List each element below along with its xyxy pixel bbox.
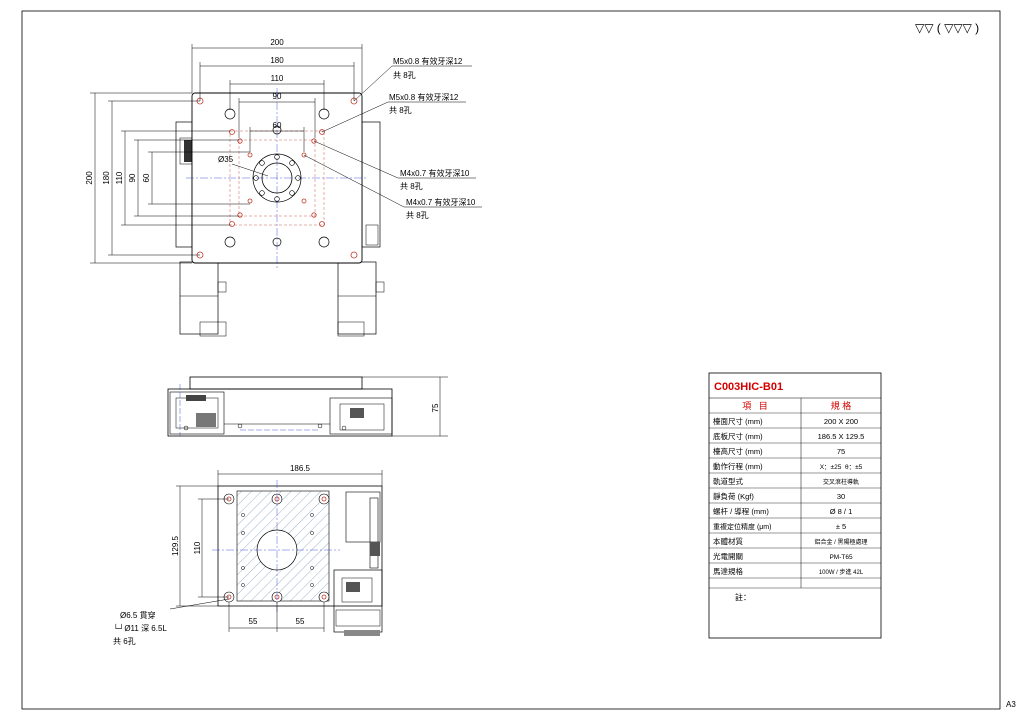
- row-item: 靜負荷 (Kgf): [713, 491, 754, 501]
- row-item: 本體材質: [713, 536, 743, 546]
- callout-2-line2: 共 8孔: [389, 106, 412, 115]
- dim-left-110: 110: [115, 171, 124, 184]
- row-item: 馬達規格: [713, 566, 743, 576]
- row-spec: 186.5 X 129.5: [818, 432, 865, 441]
- row-spec: 鋁合金 / 黑陽極處理: [814, 538, 867, 546]
- dim-top-110: 110: [271, 74, 284, 83]
- callout-1-line2: 共 8孔: [393, 71, 416, 80]
- dim-base-height-inner: 110: [193, 541, 202, 554]
- dim-left-200: 200: [85, 171, 94, 185]
- sheet-size: A3: [1006, 700, 1016, 709]
- side-top-plate: [189, 376, 363, 390]
- side-left-block: [169, 391, 225, 435]
- dim-left-90: 90: [128, 173, 137, 182]
- row-spec: 75: [837, 447, 845, 456]
- row-spec: PM-T65: [829, 554, 853, 561]
- top-view: 200 180 110 90 60 200 180 110 90 60 Ø35: [85, 38, 482, 337]
- row-spec: 100W / 步進 42L: [819, 568, 864, 576]
- row-spec: 30: [837, 492, 845, 501]
- dim-top-200: 200: [270, 38, 284, 47]
- row-item: 檯高尺寸 (mm): [713, 446, 763, 456]
- callout-3-line1: M4x0.7 有效牙深10: [400, 168, 470, 178]
- header-item: 項 目: [742, 401, 768, 411]
- row-spec: 200 X 200: [824, 417, 858, 426]
- model-title: C003HIC-B01: [714, 381, 783, 393]
- dim-pitch-left: 55: [249, 617, 258, 626]
- right-housing: [361, 121, 381, 248]
- callout-4-line1: M4x0.7 有效牙深10: [406, 197, 476, 207]
- surface-finish-mark: ▽▽ ( ▽▽▽ ): [915, 21, 979, 35]
- center-bore: [252, 153, 302, 203]
- callout-2-line1: M5x0.8 有效牙深12: [389, 92, 459, 102]
- hole-note-3: 共 6孔: [113, 637, 136, 646]
- hole-note-2: └┘Ø11 深 6.5L: [113, 623, 167, 633]
- spec-table: C003HIC-B01 項 目 規 格 檯面尺寸 (mm) 200 X 200 …: [708, 372, 882, 639]
- callout-3-line2: 共 8孔: [400, 182, 423, 191]
- dim-top-180: 180: [270, 56, 284, 65]
- row-item: 檯面尺寸 (mm): [713, 416, 763, 426]
- base-motor: [333, 569, 383, 633]
- row-item: 底板尺寸 (mm): [713, 431, 763, 441]
- row-item: 螺杆 / 導程 (mm): [713, 506, 769, 516]
- row-item: 動作行程 (mm): [713, 461, 763, 471]
- base-plate: [217, 485, 383, 607]
- hole-note-1: Ø6.5 貫穿: [120, 610, 156, 620]
- row-spec: ± 5: [836, 522, 846, 531]
- bore-bolt-holes: [253, 154, 301, 202]
- side-right-block: [329, 397, 393, 435]
- row-item: 光電開關: [713, 551, 743, 561]
- callout-1-line1: M5x0.8 有效牙深12: [393, 56, 463, 66]
- bottom-view: 186.5 129.5 110 55 55 Ø6.5 貫穿 └┘Ø11 深 6.…: [113, 464, 383, 646]
- motor-left: [179, 261, 219, 335]
- header-spec: 規 格: [831, 400, 852, 411]
- dim-side-75: 75: [431, 403, 440, 412]
- row-item: 軌道型式: [713, 476, 743, 486]
- row-spec: X：±25 θ：±5: [820, 464, 863, 471]
- callout-4-line2: 共 8孔: [406, 211, 429, 220]
- center-bore-label: Ø35: [218, 155, 234, 164]
- notes-label: 註：: [735, 592, 751, 602]
- dim-base-width: 186.5: [290, 464, 311, 473]
- dim-pitch-right: 55: [296, 617, 305, 626]
- sheet-border: [21, 10, 1001, 710]
- row-item: 重複定位精度 (μm): [713, 522, 771, 531]
- motor-right: [337, 261, 377, 335]
- dim-left-60: 60: [142, 173, 151, 182]
- row-spec: 交叉滾柱導軌: [823, 478, 859, 486]
- base-rail: [345, 491, 381, 543]
- side-view: 75: [167, 376, 448, 437]
- dim-top-90: 90: [273, 92, 282, 101]
- dim-top-60: 60: [273, 121, 282, 130]
- row-spec: Ø 8 / 1: [830, 507, 853, 516]
- dim-base-height-outer: 129.5: [171, 535, 180, 556]
- dim-left-180: 180: [102, 171, 111, 185]
